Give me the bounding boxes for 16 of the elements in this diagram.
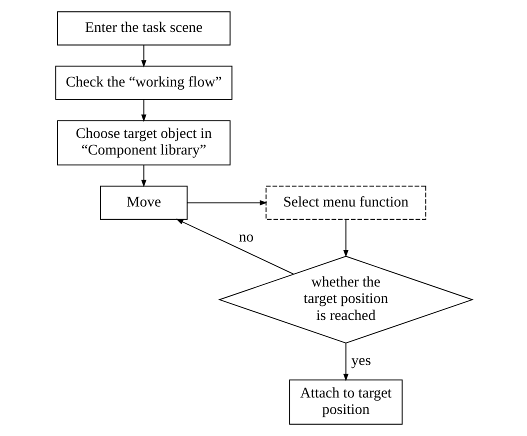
node-box: Move xyxy=(99,186,188,220)
arrow xyxy=(342,342,348,382)
arrow xyxy=(342,218,348,258)
node-box: Select menu function xyxy=(265,186,426,220)
node-diamond: whether the target position is reached xyxy=(218,256,474,344)
arrow xyxy=(140,99,146,122)
node-box: Enter the task scene xyxy=(56,11,230,46)
arrow xyxy=(140,164,146,188)
node-box: Check the “working flow” xyxy=(54,66,232,100)
arrow xyxy=(140,44,146,68)
edge-label: no xyxy=(238,229,254,246)
arrow xyxy=(175,218,294,275)
arrow xyxy=(186,200,267,206)
edge-label: yes xyxy=(350,352,370,369)
node-box: Attach to target position xyxy=(288,379,402,425)
node-box: Choose target object in “Component library” xyxy=(56,120,230,166)
